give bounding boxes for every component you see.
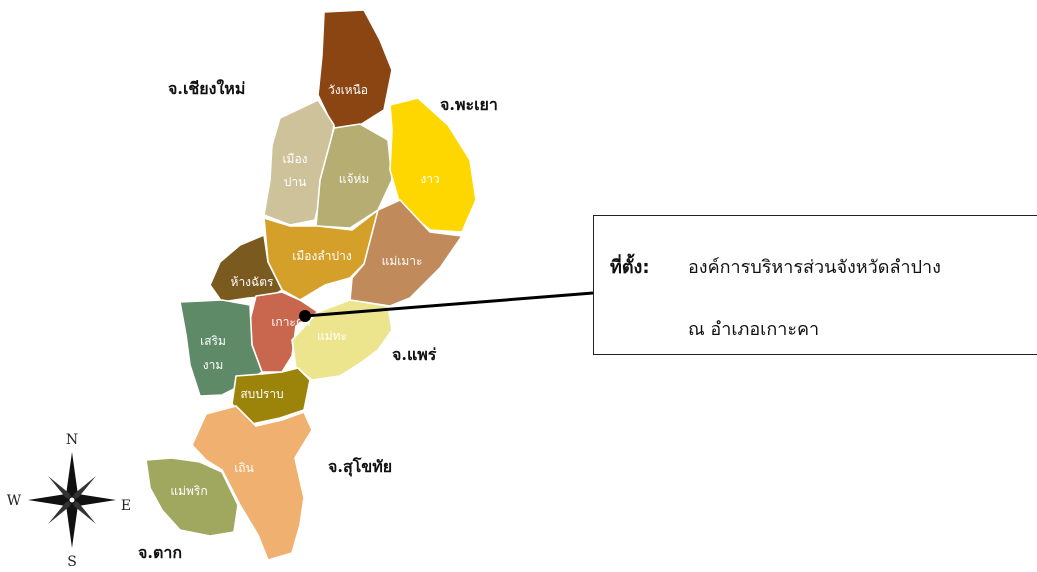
province-chiangmai: จ.เชียงใหม่: [168, 79, 245, 98]
label-soem-ngam-1: เสริม: [200, 334, 226, 348]
province-sukhothai: จ.สุโขทัย: [328, 456, 392, 477]
label-mae-mo: แม่เมาะ: [382, 254, 423, 268]
location-organization: องค์การบริหารส่วนจังหวัดลำปาง: [688, 257, 941, 278]
province-phrae: จ.แพร่: [392, 345, 437, 364]
location-pointer-line: [304, 291, 594, 318]
label-ngao: งาว: [420, 172, 439, 186]
district-mae-tha[interactable]: [291, 299, 393, 381]
location-heading: ที่ตั้ง:: [610, 257, 650, 278]
compass-east: E: [121, 498, 131, 514]
district-mae-mo[interactable]: [349, 199, 463, 307]
label-soem-ngam-2: งาม: [203, 358, 224, 372]
district-mueang-pan[interactable]: [263, 99, 335, 226]
compass-rose-icon: [28, 452, 116, 548]
label-mae-phrik: แม่พริก: [170, 484, 207, 498]
label-hang-chat: ห้างฉัตร: [231, 275, 274, 289]
label-mueang-pan-2: ปาน: [284, 175, 307, 189]
location-info-box: ที่ตั้ง: องค์การบริหารส่วนจังหวัดลำปาง ณ…: [593, 215, 1037, 355]
label-mueang-pan-1: เมือง: [282, 152, 307, 166]
district-mae-phrik[interactable]: [145, 457, 239, 537]
label-mae-tha: แม่ทะ: [317, 329, 347, 343]
province-tak: จ.ตาก: [138, 543, 182, 562]
district-ngao[interactable]: [389, 97, 477, 233]
compass-north: N: [66, 432, 78, 448]
district-thoen[interactable]: [191, 405, 313, 561]
label-mueang-lampang: เมืองลำปาง: [292, 249, 351, 263]
location-marker: [299, 310, 311, 322]
label-wang-nuea: วังเหนือ: [328, 83, 368, 97]
label-sop-prap: สบปราบ: [240, 387, 283, 401]
compass-south: S: [67, 554, 77, 570]
label-thoen: เถิน: [234, 461, 254, 475]
province-phayao: จ.พะเยา: [440, 95, 498, 114]
label-chae-hom: แจ้ห่ม: [339, 172, 370, 186]
compass-west: W: [7, 493, 22, 509]
location-district: ณ อำเภอเกาะคา: [688, 319, 820, 340]
